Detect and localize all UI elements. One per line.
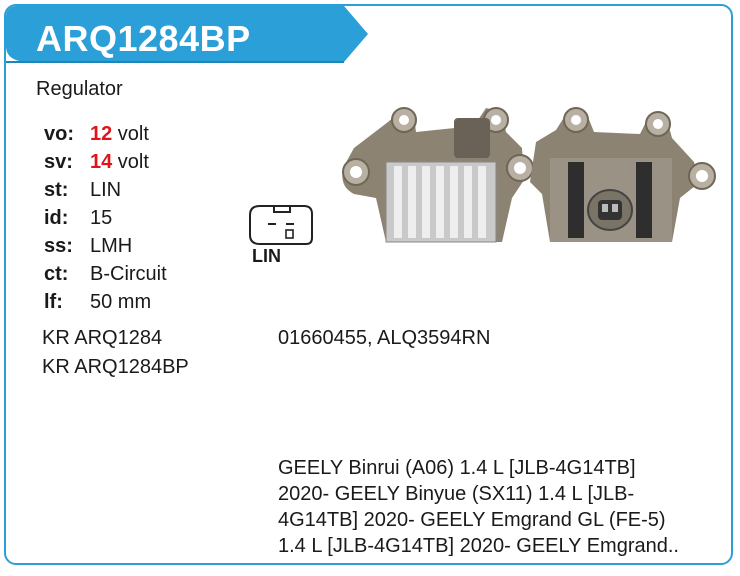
- part-number: ARQ1284BP: [36, 18, 251, 59]
- spec-key: id:: [44, 207, 69, 229]
- spec-value: 50 mm: [90, 291, 152, 313]
- spec-row: sv: 14 volt: [44, 148, 167, 176]
- regulator-photo: [342, 107, 716, 243]
- spec-value: LIN: [90, 179, 122, 201]
- spec-key: ct:: [44, 263, 69, 285]
- spec-row: st: LIN: [44, 176, 167, 204]
- spec-row: ct: B-Circuit: [44, 260, 167, 288]
- connector-label: LIN: [252, 246, 281, 266]
- cross-reference-item: KR ARQ1284BP: [42, 356, 189, 378]
- oe-numbers: 01660455, ALQ3594RN: [278, 327, 491, 349]
- spec-value: B-Circuit: [90, 263, 167, 285]
- spec-row: vo: 12 volt: [44, 120, 167, 148]
- title-banner: ARQ1284BP: [6, 6, 372, 70]
- spec-key: lf:: [44, 291, 63, 313]
- spec-value: 15: [90, 207, 113, 229]
- spec-value: LMH: [90, 235, 133, 257]
- cross-reference-item: KR ARQ1284: [42, 327, 163, 349]
- spec-row: id: 15: [44, 204, 167, 232]
- product-type: Regulator: [36, 78, 123, 100]
- spec-key: st:: [44, 179, 69, 201]
- application-line: 1.4 L [JLB-4G14TB] 2020- GEELY Emgrand..: [278, 535, 679, 557]
- spec-key: vo:: [44, 123, 74, 145]
- spec-row: lf: 50 mm: [44, 288, 167, 316]
- product-card: ARQ1284BP Regulator vo: 12 volt sv: 14 vol…: [4, 4, 733, 565]
- spec-number: 14: [90, 151, 113, 173]
- spec-value: volt: [112, 123, 149, 145]
- application-line: 2020- GEELY Binyue (SX11) 1.4 L [JLB-: [278, 483, 635, 505]
- spec-value: volt: [112, 151, 149, 173]
- vehicle-applications: GEELY Binrui (A06) 1.4 L [JLB-4G14TB] 20…: [278, 455, 726, 559]
- spec-list: vo: 12 volt sv: 14 volt st: LIN id: 15 ss: LM…: [44, 120, 167, 316]
- spec-key: sv:: [44, 151, 73, 173]
- spec-key: ss:: [44, 235, 73, 257]
- spec-number: 12: [90, 123, 113, 145]
- application-line: 4G14TB] 2020- GEELY Emgrand GL (FE-5): [278, 509, 666, 531]
- application-line: GEELY Binrui (A06) 1.4 L [JLB-4G14TB]: [278, 457, 636, 479]
- connector-icon: [249, 205, 313, 245]
- cross-reference-list: KR ARQ1284 KR ARQ1284BP: [42, 324, 189, 382]
- spec-row: ss: LMH: [44, 232, 167, 260]
